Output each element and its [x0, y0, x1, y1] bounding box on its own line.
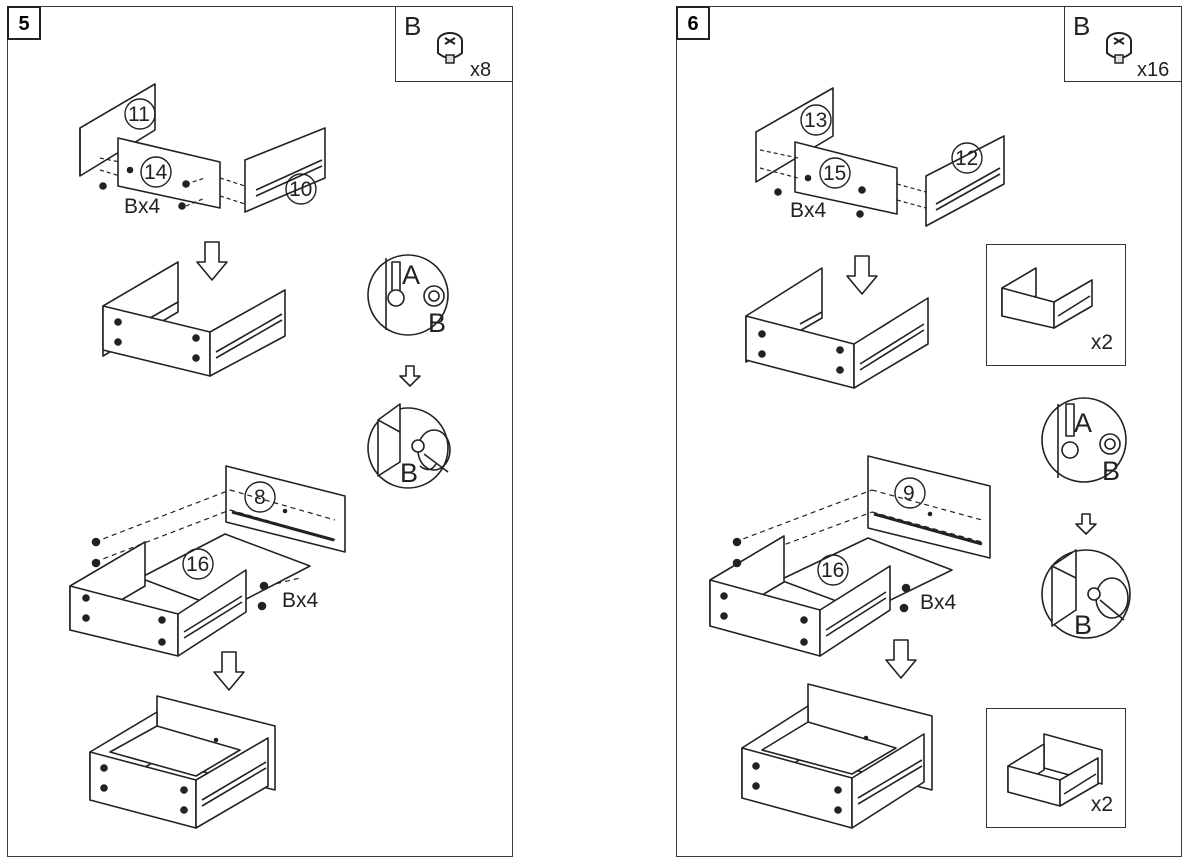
fastener-label: Bx4: [124, 195, 161, 218]
part-label: 16: [186, 553, 210, 576]
detail-label-b: B: [400, 458, 419, 488]
arrow-down: [885, 639, 917, 679]
step5-frame: [102, 261, 286, 377]
step5-bottom-assembly: [69, 465, 346, 657]
part-label: 10: [289, 178, 313, 201]
inset-drawer-illustration: [1007, 733, 1103, 807]
inset-qty: x2: [1090, 331, 1113, 354]
step6-bottom-assembly: [709, 455, 991, 657]
detail-circle-cam: [367, 254, 449, 336]
detail-circle-cam: [1041, 397, 1127, 483]
inset-frame-illustration: [1001, 267, 1093, 329]
fastener-label: Bx4: [920, 591, 957, 614]
step-5-hardware-box: B x8: [395, 6, 513, 82]
step6-frame: [745, 267, 929, 389]
detail-circle-tighten: [1041, 549, 1131, 639]
detail-circle-tighten: [367, 403, 451, 489]
step5-finished-drawer: [89, 695, 276, 829]
arrow-down-small: [1075, 513, 1097, 535]
arrow-down: [196, 241, 228, 281]
inset-drawer-x2: x2: [986, 708, 1126, 828]
detail-label-b: B: [1074, 610, 1093, 640]
step-5-number: 5: [7, 6, 41, 40]
cam-lock-icon: [437, 32, 463, 64]
detail-label-a: A: [1074, 408, 1093, 438]
step-6-number: 6: [676, 6, 710, 40]
inset-frame-x2: x2: [986, 244, 1126, 366]
part-label: 11: [128, 103, 150, 126]
detail-label-b: B: [428, 308, 447, 338]
detail-label-a: A: [402, 260, 421, 290]
part-label: 16: [821, 559, 845, 582]
inset-qty: x2: [1090, 793, 1113, 816]
fastener-label: Bx4: [282, 589, 319, 612]
hardware-letter: B: [404, 11, 422, 41]
hardware-qty: x8: [470, 59, 492, 81]
part-label: 8: [254, 486, 266, 509]
arrow-down: [213, 651, 245, 691]
step-6-hardware-box: B x16: [1064, 6, 1182, 82]
detail-label-b: B: [1102, 456, 1121, 486]
hardware-letter: B: [1073, 11, 1091, 41]
part-label: 13: [804, 109, 828, 132]
part-label: 12: [955, 147, 979, 170]
arrow-down-small: [399, 365, 421, 387]
hardware-qty: x16: [1137, 59, 1170, 81]
cam-lock-icon: [1106, 32, 1132, 64]
arrow-down: [846, 255, 878, 295]
step5-exploded-parts: [79, 83, 326, 213]
part-label: 14: [144, 161, 168, 184]
part-label: 9: [903, 482, 915, 505]
part-label: 15: [823, 162, 847, 185]
step6-exploded-parts: [755, 87, 1005, 227]
fastener-label: Bx4: [790, 199, 827, 222]
step6-finished-drawer: [741, 683, 933, 829]
